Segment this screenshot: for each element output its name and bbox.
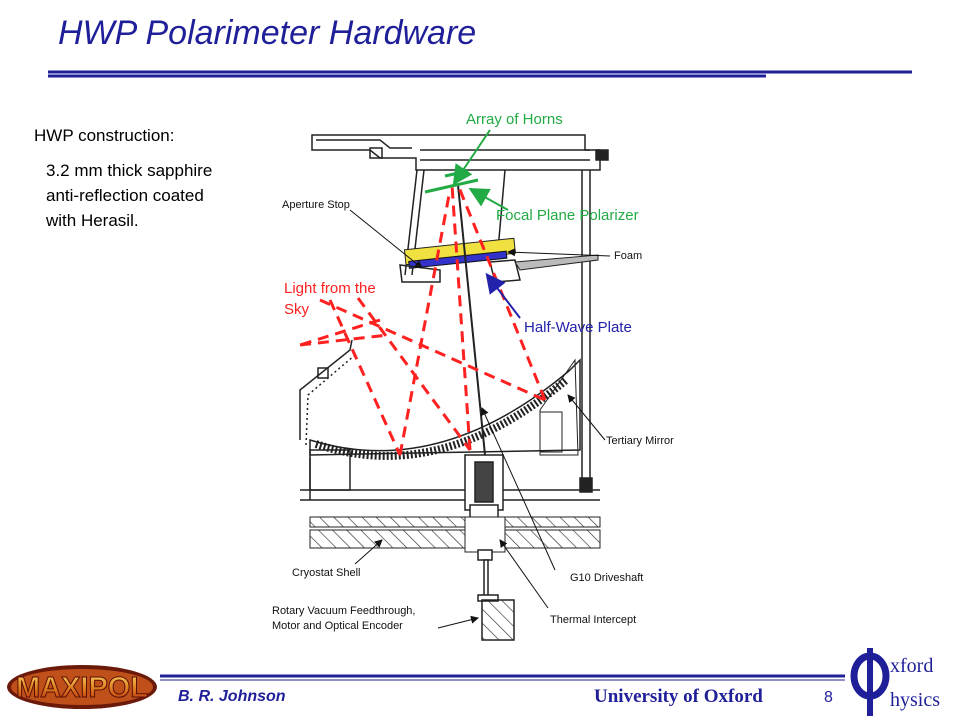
- svg-text:MAXIPOL: MAXIPOL: [16, 672, 148, 704]
- construction-line: anti-reflection coated: [46, 186, 204, 205]
- arrow-driveshaft: [481, 407, 556, 571]
- label-light-from-sky: Light from the: [284, 280, 376, 297]
- label-light-from-sky-2: Sky: [284, 301, 310, 318]
- label-thermal-intercept: Thermal Intercept: [550, 614, 636, 626]
- label-focal-plane-polarizer: Focal Plane Polarizer: [496, 207, 639, 224]
- driveshaft: [457, 184, 486, 456]
- label-array-of-horns: Array of Horns: [466, 111, 563, 128]
- arrow-foam: [507, 248, 611, 257]
- label-feedthrough: Rotary Vacuum Feedthrough,: [272, 605, 415, 617]
- construction-line: with Herasil.: [46, 211, 139, 230]
- base-plate: [300, 458, 600, 501]
- label-tertiary-mirror: Tertiary Mirror: [606, 435, 674, 447]
- maxipol-logo: MAXIPOL: [7, 665, 157, 709]
- arrow-polarizer: [468, 188, 509, 211]
- footer-divider: [160, 674, 845, 681]
- arrow-aperture: [349, 209, 423, 269]
- label-feedthrough-2: Motor and Optical Encoder: [272, 620, 403, 632]
- cryostat-shell: [309, 516, 601, 553]
- construction-heading: HWP construction:: [34, 126, 175, 145]
- arrow-cryostat: [354, 539, 383, 565]
- page-number: 8: [824, 689, 833, 706]
- label-g10-driveshaft: G10 Driveshaft: [570, 572, 643, 584]
- oxford-physics-logo: xford hysics: [850, 648, 940, 716]
- svg-text:hysics: hysics: [890, 689, 940, 711]
- construction-line: 3.2 mm thick sapphire: [46, 161, 213, 180]
- arrow-hwp: [485, 272, 521, 319]
- arrow-tertiary: [567, 394, 606, 441]
- top-plate: [311, 134, 609, 171]
- hwp-assembly: [399, 237, 599, 283]
- arrow-horns: [452, 129, 491, 186]
- tertiary-mirror: [309, 358, 581, 460]
- title-divider: [48, 70, 912, 78]
- arrow-feedthrough: [437, 615, 479, 629]
- right-wall: [579, 170, 593, 493]
- arrow-thermal: [499, 539, 549, 609]
- label-aperture-stop: Aperture Stop: [282, 199, 350, 211]
- label-foam: Foam: [614, 250, 642, 262]
- left-wall: [299, 339, 356, 491]
- label-cryostat-shell: Cryostat Shell: [292, 567, 360, 579]
- feedthrough: [477, 549, 515, 641]
- svg-text:xford: xford: [890, 655, 933, 677]
- slide-title: HWP Polarimeter Hardware: [58, 14, 477, 52]
- drive-mechanism: [464, 454, 504, 526]
- label-half-wave-plate: Half-Wave Plate: [524, 319, 632, 336]
- footer-university: University of Oxford: [594, 686, 763, 707]
- construction-details: 3.2 mm thick sapphire anti-reflection co…: [46, 158, 212, 233]
- footer-author: B. R. Johnson: [178, 688, 286, 705]
